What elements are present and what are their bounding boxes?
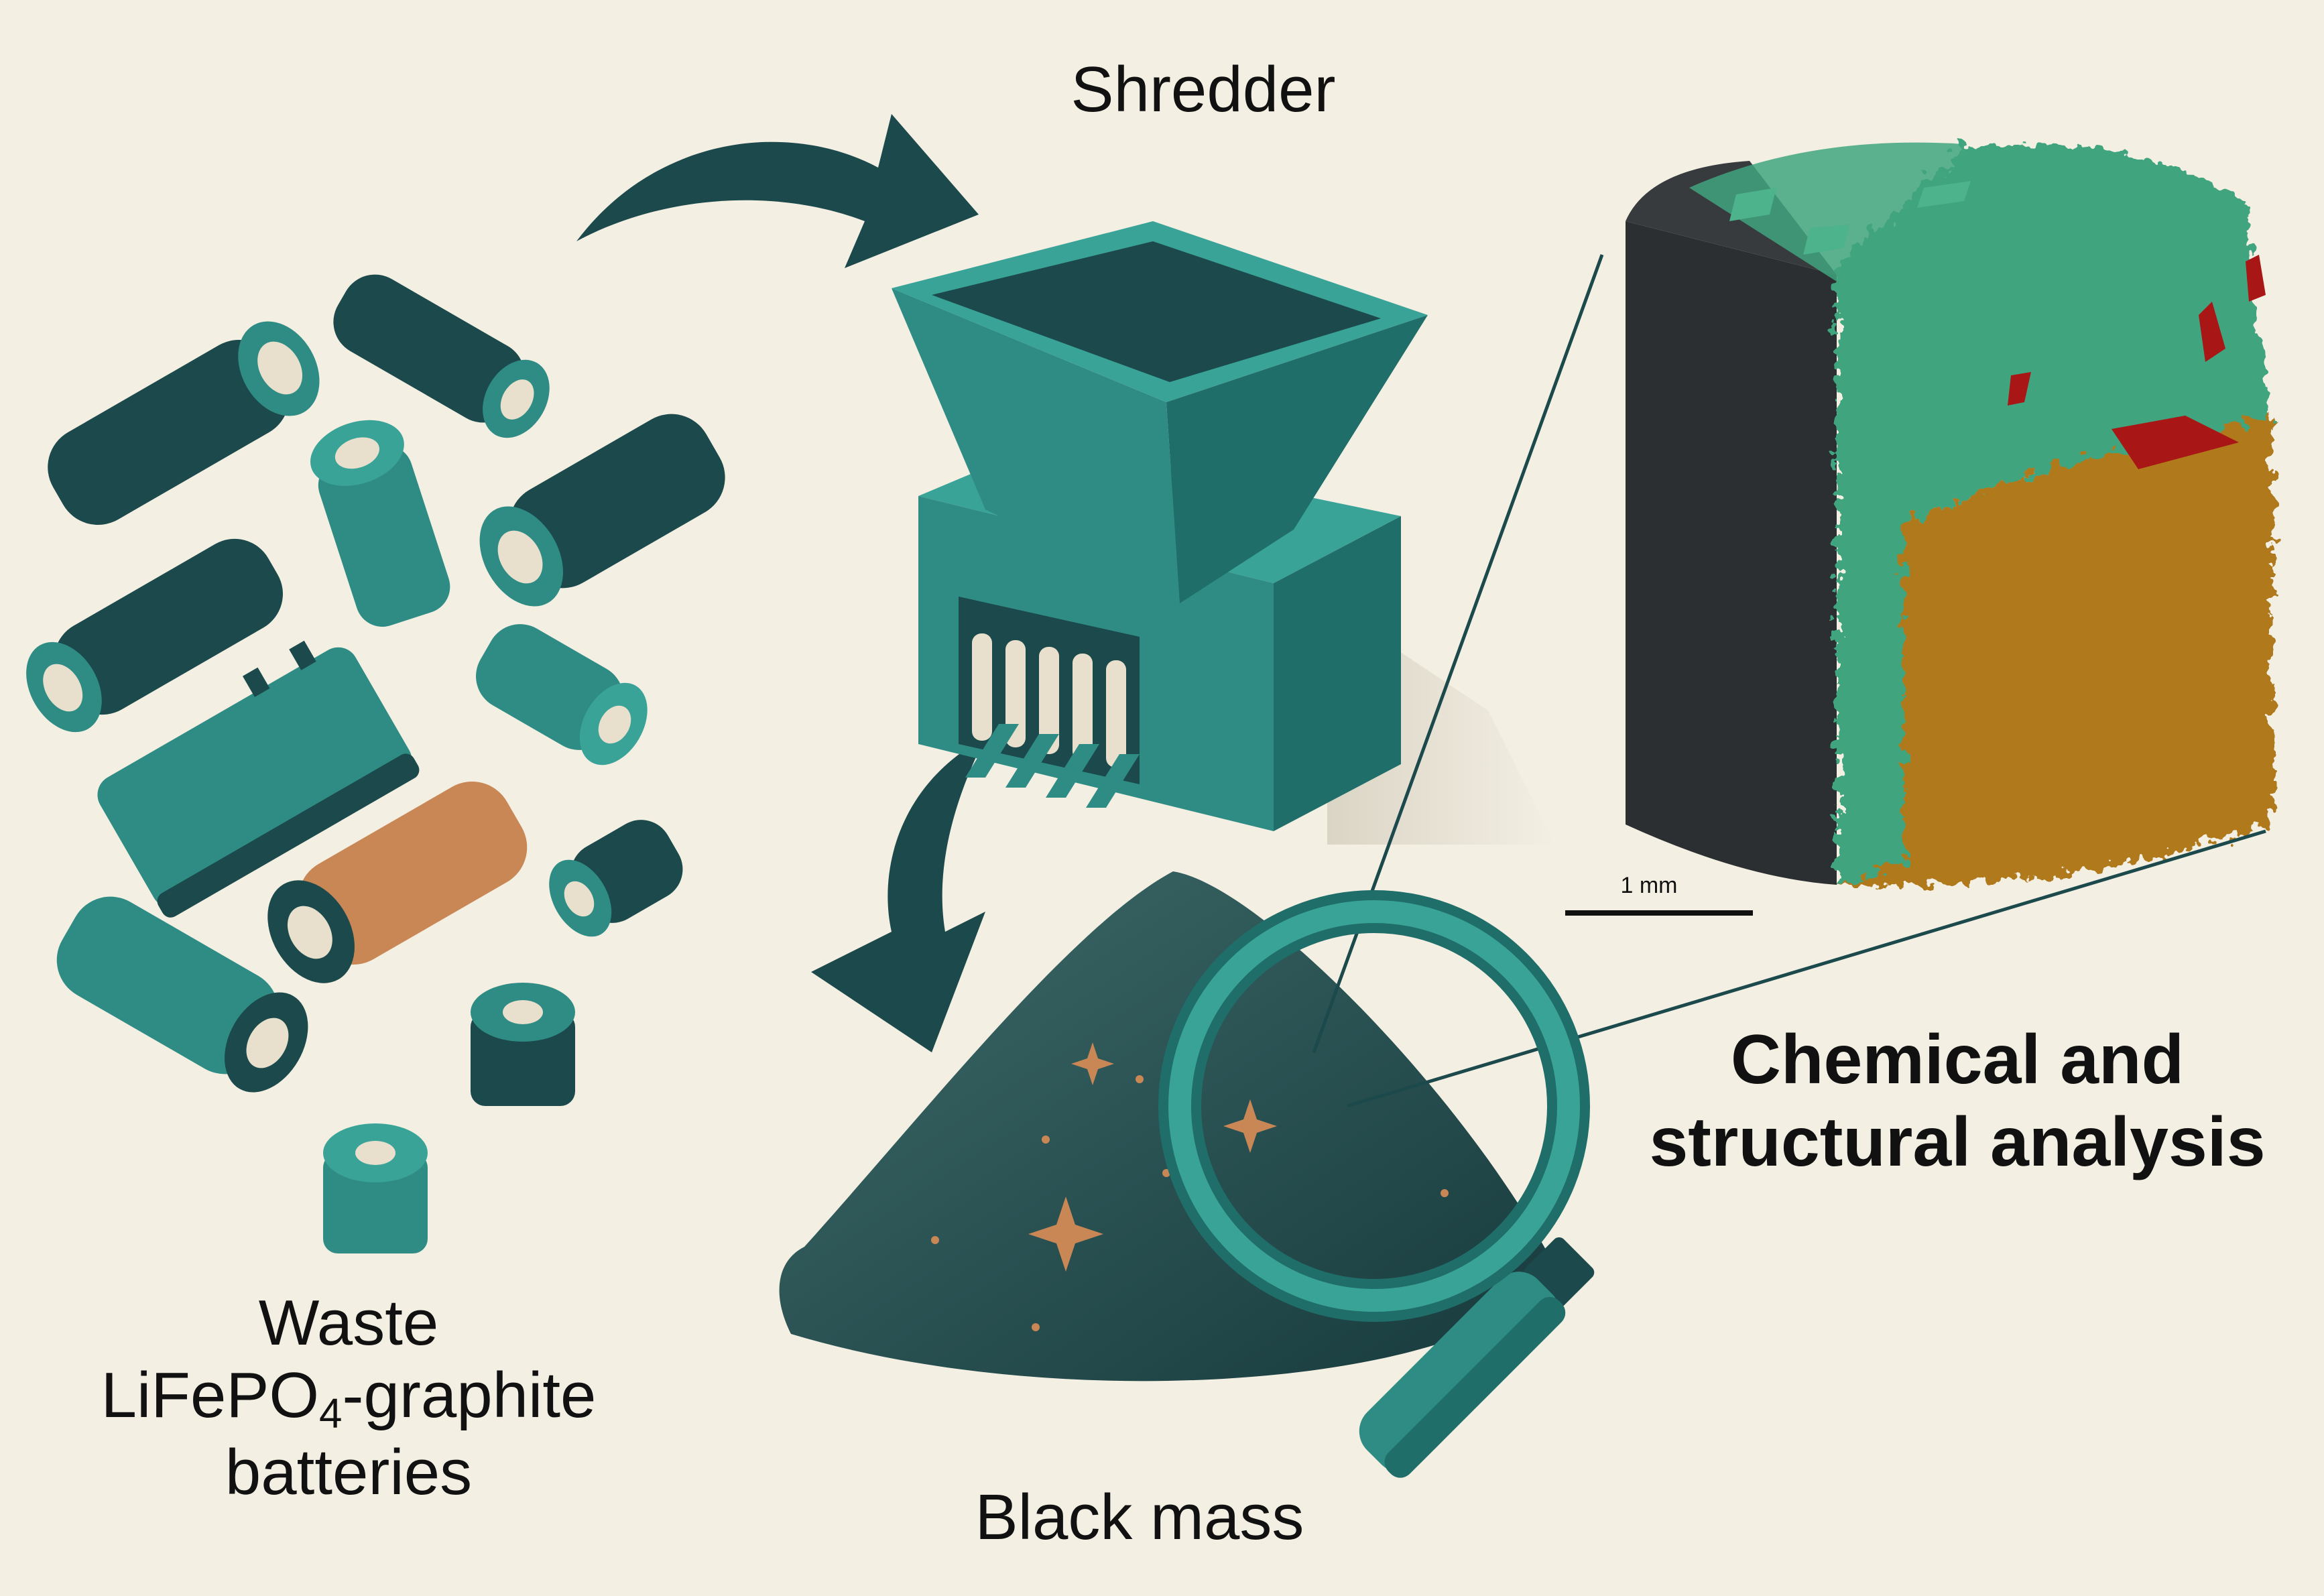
magnifying-glass-icon	[1158, 890, 1595, 1478]
waste-label-line3: batteries	[225, 1436, 473, 1509]
sparkles	[931, 1042, 1449, 1331]
cylindrical-battery	[310, 420, 450, 627]
analysis-label-line1: Chemical and	[1730, 1021, 2185, 1099]
red-fragments	[2008, 255, 2266, 469]
pouch-battery	[97, 640, 420, 918]
waste-label-subscript: 4	[319, 1390, 343, 1437]
shredded-strips	[965, 724, 1140, 808]
analysis-label: Chemical and structural analysis	[1595, 1019, 2319, 1183]
waste-batteries-label: Waste LiFePO4-graphite batteries	[27, 1287, 670, 1509]
shredder-machine	[892, 221, 1555, 845]
cylindrical-battery	[471, 983, 575, 1106]
arrow-to-shredder	[576, 114, 979, 268]
waste-batteries-group	[26, 274, 725, 1253]
cylindrical-battery	[26, 538, 283, 733]
cylindrical-battery	[323, 1123, 428, 1253]
cylindrical-battery	[479, 414, 725, 607]
cross-section-volume	[1626, 142, 2272, 885]
scale-bar-label: 1 mm	[1620, 873, 1678, 898]
cylindrical-battery	[333, 274, 550, 438]
waste-label-line1: Waste	[258, 1287, 439, 1359]
analysis-label-line2: structural analysis	[1649, 1103, 2266, 1181]
green-fragments	[1729, 181, 1971, 255]
copper-battery	[267, 781, 528, 983]
waste-label-suffix: -graphite	[342, 1359, 597, 1431]
cylindrical-battery	[56, 896, 308, 1093]
shredder-label: Shredder	[1071, 54, 1336, 125]
cylindrical-battery	[549, 820, 683, 937]
black-mass-label: Black mass	[975, 1481, 1304, 1553]
arrow-to-black-mass	[811, 737, 985, 1052]
cylindrical-battery	[476, 624, 648, 765]
cylindrical-battery	[48, 321, 320, 525]
waste-label-formula: LiFePO	[101, 1359, 320, 1431]
shredder-rollers	[972, 633, 1126, 768]
waste-label-line2: LiFePO4-graphite	[27, 1359, 670, 1437]
